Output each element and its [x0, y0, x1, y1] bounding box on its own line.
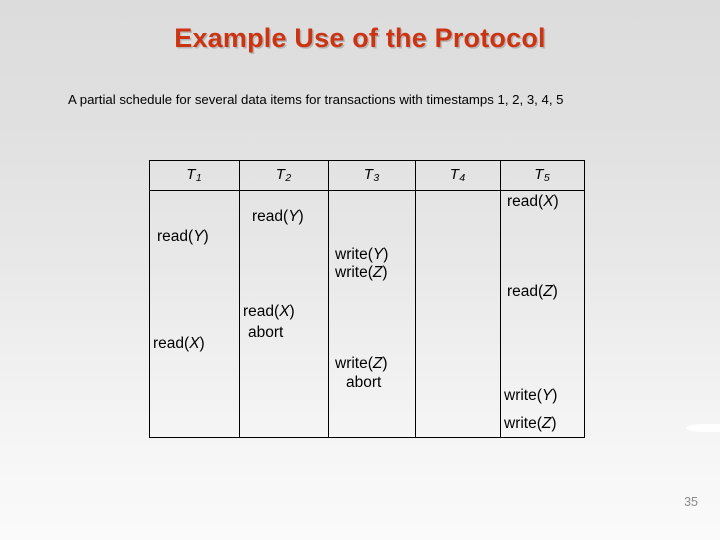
- column-header-t3: T3: [328, 166, 415, 184]
- column-header-t3-subscript: 3: [373, 172, 380, 185]
- column-header-t2-subscript: 2: [285, 172, 292, 185]
- transaction-schedule-table: T1 T2 T3 T4 T5 read(Y) read(X) read(Y) r…: [149, 160, 585, 438]
- column-header-t5: T5: [500, 166, 584, 184]
- schedule-op-t3-write-z: write(Z): [335, 264, 388, 281]
- schedule-op-t3-write-z2: write(Z): [335, 355, 388, 372]
- table-bottom-border: [149, 437, 585, 438]
- column-header-t3-label: T: [363, 166, 373, 183]
- column-header-t4: T4: [415, 166, 500, 184]
- table-col-divider-0: [149, 160, 150, 438]
- schedule-op-t2-read-x: read(X): [243, 303, 295, 320]
- page-number: 35: [684, 495, 698, 509]
- table-top-border: [149, 160, 585, 161]
- schedule-op-t1-read-x: read(X): [153, 335, 205, 352]
- schedule-op-t5-read-z: read(Z): [507, 283, 558, 300]
- column-header-t4-label: T: [449, 166, 459, 183]
- schedule-op-t2-abort: abort: [248, 324, 284, 341]
- table-col-divider-4: [500, 160, 501, 438]
- table-col-divider-5: [584, 160, 585, 438]
- column-header-t1-label: T: [186, 166, 196, 183]
- edge-artifact: [686, 424, 720, 432]
- column-header-t1: T1: [149, 166, 239, 184]
- schedule-op-t5-write-y: write(Y): [504, 387, 558, 404]
- column-header-t5-subscript: 5: [543, 172, 550, 185]
- table-col-divider-3: [415, 160, 416, 438]
- schedule-op-t2-read-y: read(Y): [252, 208, 304, 225]
- column-header-t1-subscript: 1: [195, 172, 202, 185]
- schedule-op-t1-read-y: read(Y): [157, 228, 209, 245]
- table-header-rule: [149, 190, 585, 191]
- intro-paragraph: A partial schedule for several data item…: [68, 92, 564, 107]
- table-col-divider-1: [239, 160, 240, 438]
- column-header-t5-label: T: [534, 166, 544, 183]
- page-title: Example Use of the Protocol: [174, 23, 546, 53]
- column-header-t4-subscript: 4: [459, 172, 466, 185]
- column-header-t2: T2: [239, 166, 328, 184]
- schedule-op-t3-write-y: write(Y): [335, 246, 389, 263]
- table-col-divider-2: [328, 160, 329, 438]
- schedule-op-t5-read-x: read(X): [507, 193, 559, 210]
- column-header-t2-label: T: [275, 166, 285, 183]
- schedule-op-t5-write-z: write(Z): [504, 415, 557, 432]
- schedule-op-t3-abort: abort: [346, 374, 382, 391]
